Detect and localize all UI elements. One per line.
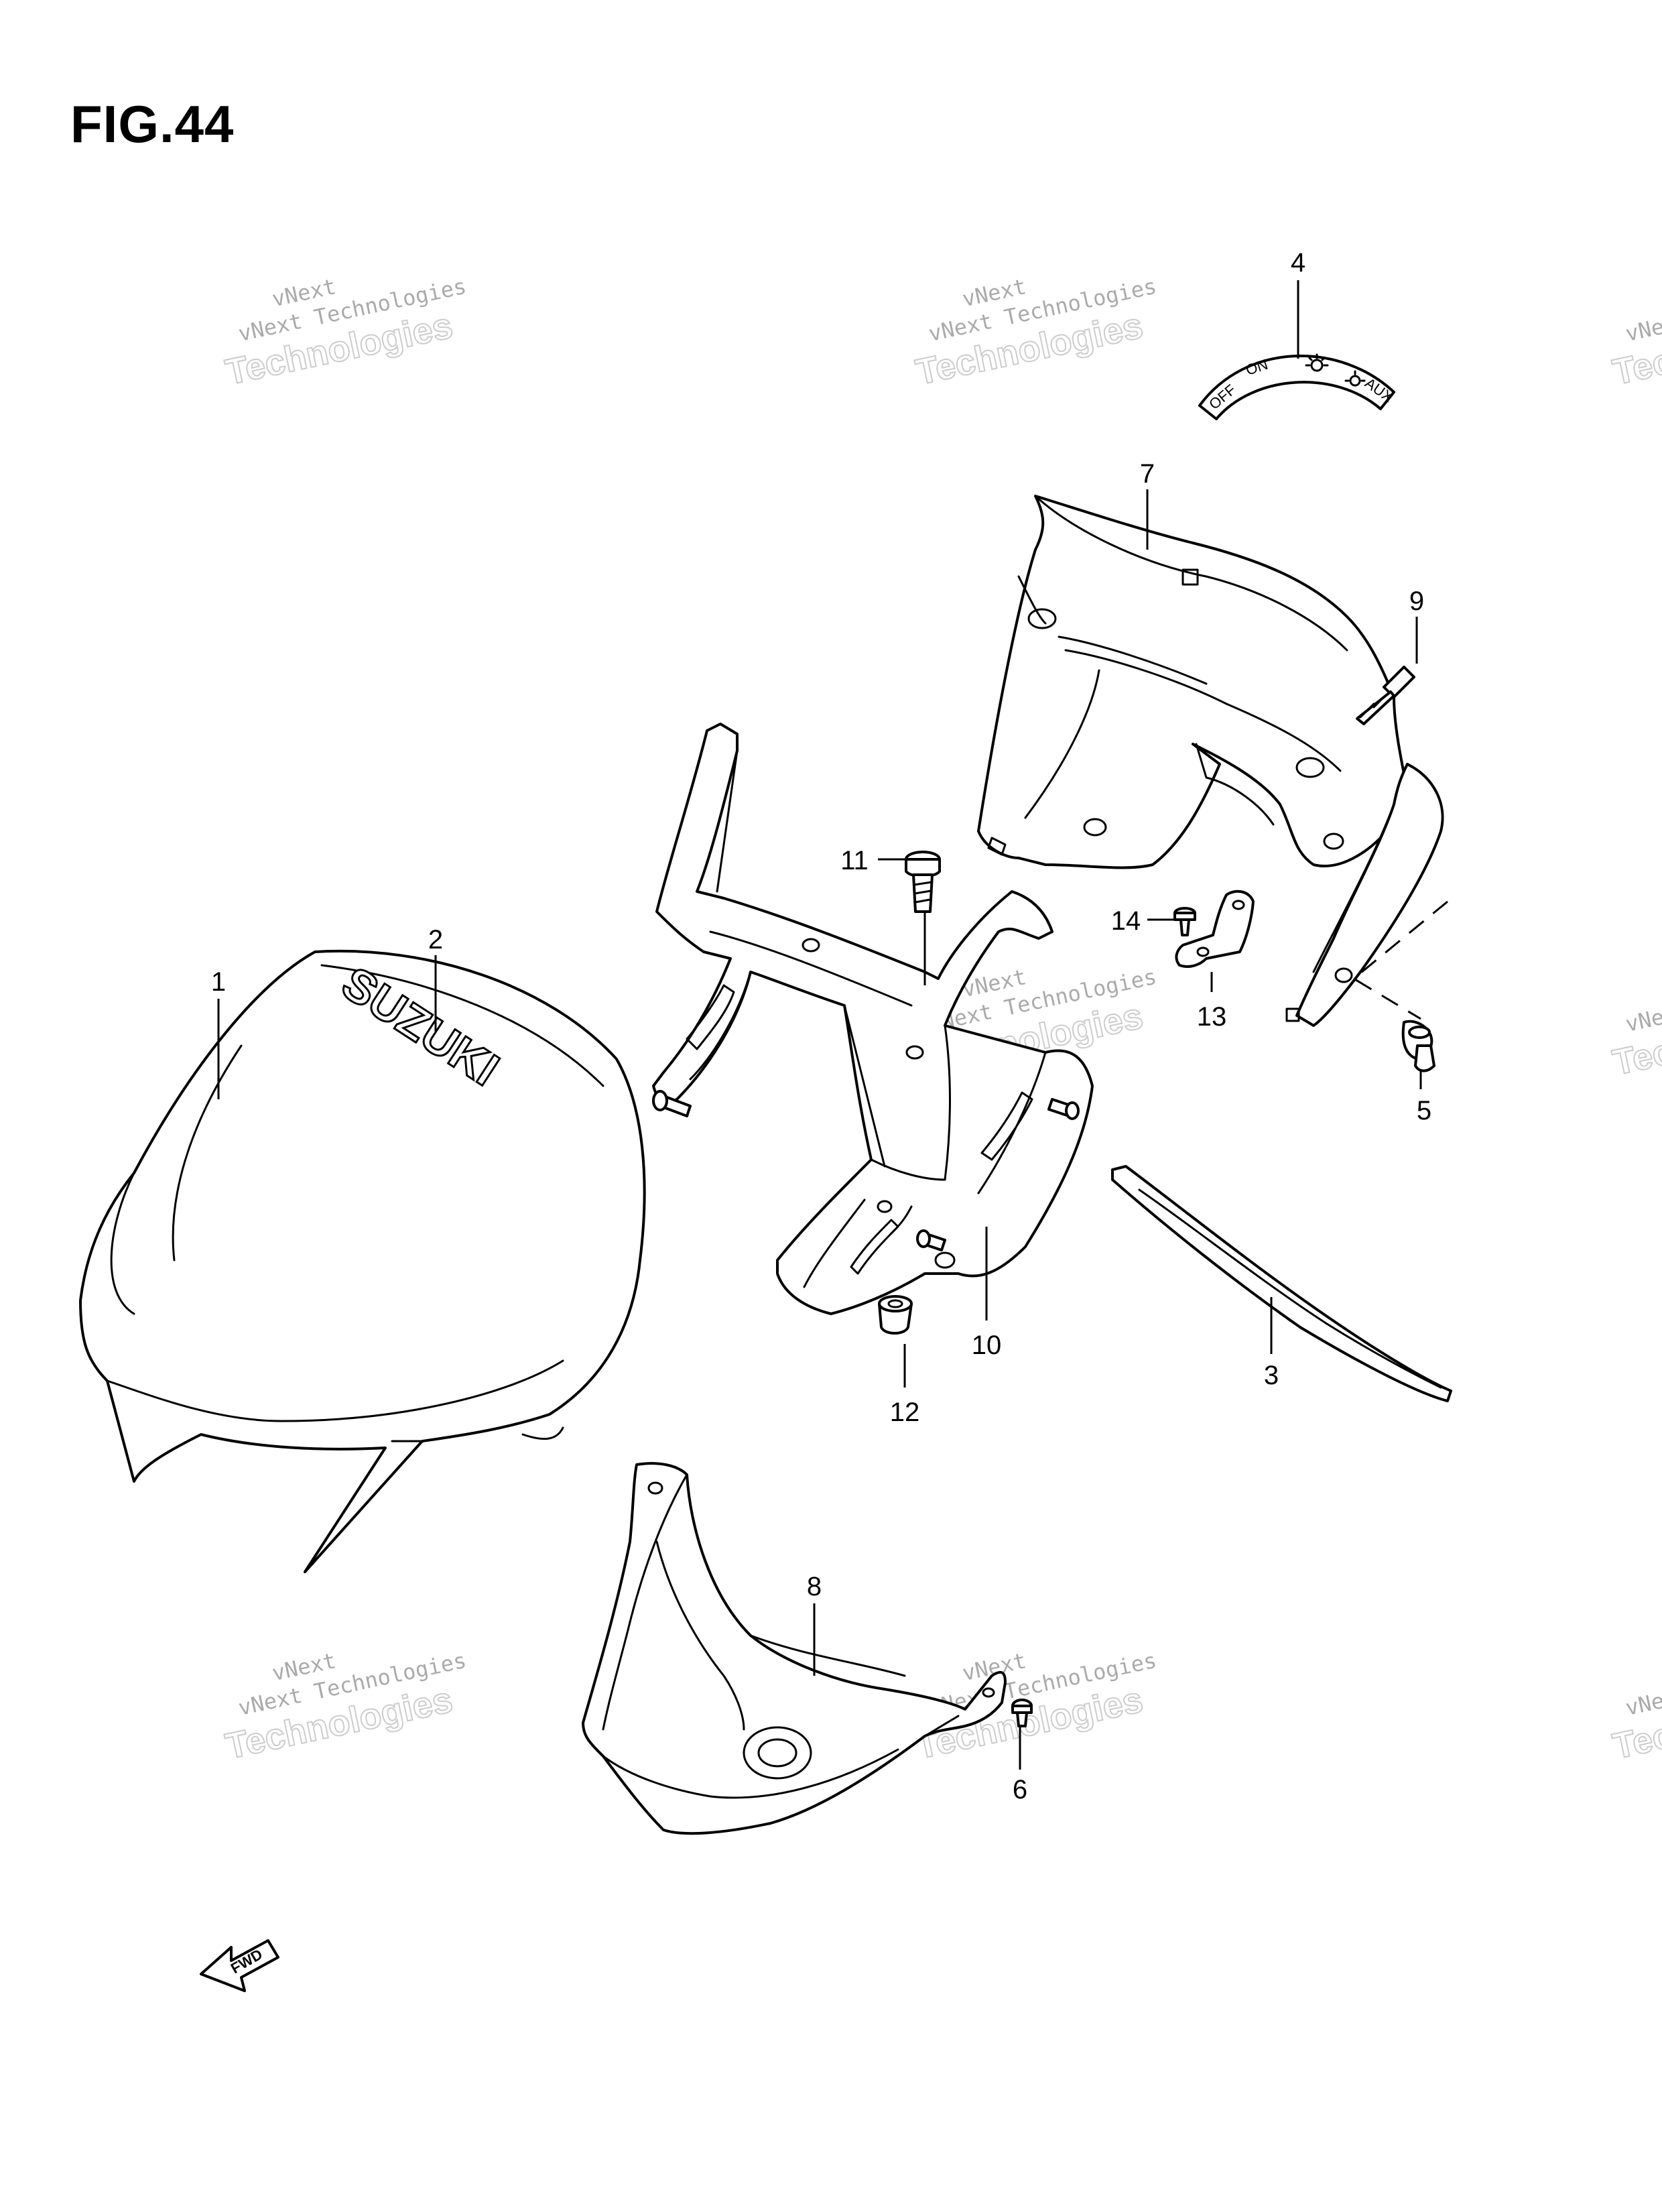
callout-6: 6: [1013, 1775, 1027, 1804]
figure-title: FIG.44: [70, 95, 235, 153]
callout-2: 2: [428, 925, 443, 955]
light-icon: [1305, 353, 1329, 372]
callout-1: 1: [211, 967, 226, 997]
part-5-clip: [1401, 1020, 1435, 1072]
part-11-bolt: [905, 851, 941, 913]
part-6-screw: [1011, 1699, 1033, 1727]
callout-10: 10: [972, 1331, 1002, 1360]
callout-14: 14: [1111, 906, 1141, 936]
part-8-lower-cover: [582, 1462, 1007, 1835]
light-aux-icon: [1344, 370, 1366, 387]
part-1-front-cowl: [79, 949, 646, 1573]
leader-lines: [217, 280, 1422, 1770]
callout-11: 11: [840, 846, 869, 875]
part-3-strip: [1111, 1165, 1452, 1402]
part-7-inner-panel: [977, 495, 1444, 1027]
callout-7: 7: [1140, 459, 1155, 489]
dashed-guide-line: [1352, 900, 1448, 1020]
part-9-screw: [1356, 666, 1415, 725]
callout-labels: 1 2 3 4 5 6 7 8 9 10 11 12 13 14: [211, 248, 1431, 1804]
watermark-line2: vNext Technologies: [1623, 964, 1662, 1037]
callout-12: 12: [890, 1398, 920, 1427]
part-13-small-bracket: [1175, 889, 1255, 968]
callout-8: 8: [807, 1572, 822, 1601]
fwd-arrow-icon: FWD: [200, 1939, 279, 1992]
part-4-switch-plate: OFF ON AUX: [1198, 353, 1397, 420]
callout-5: 5: [1417, 1096, 1431, 1125]
watermark-line2: vNext Technologies: [1623, 1648, 1662, 1721]
callout-3: 3: [1264, 1361, 1279, 1390]
part-10-bracket: [652, 723, 1094, 1315]
watermark-line2: vNext Technologies: [1623, 273, 1662, 347]
callout-9: 9: [1409, 587, 1424, 616]
part-12-collar: [878, 1295, 913, 1335]
callout-13: 13: [1197, 1002, 1227, 1032]
part-14-small-bolt: [1173, 907, 1196, 936]
callout-4: 4: [1291, 248, 1305, 278]
